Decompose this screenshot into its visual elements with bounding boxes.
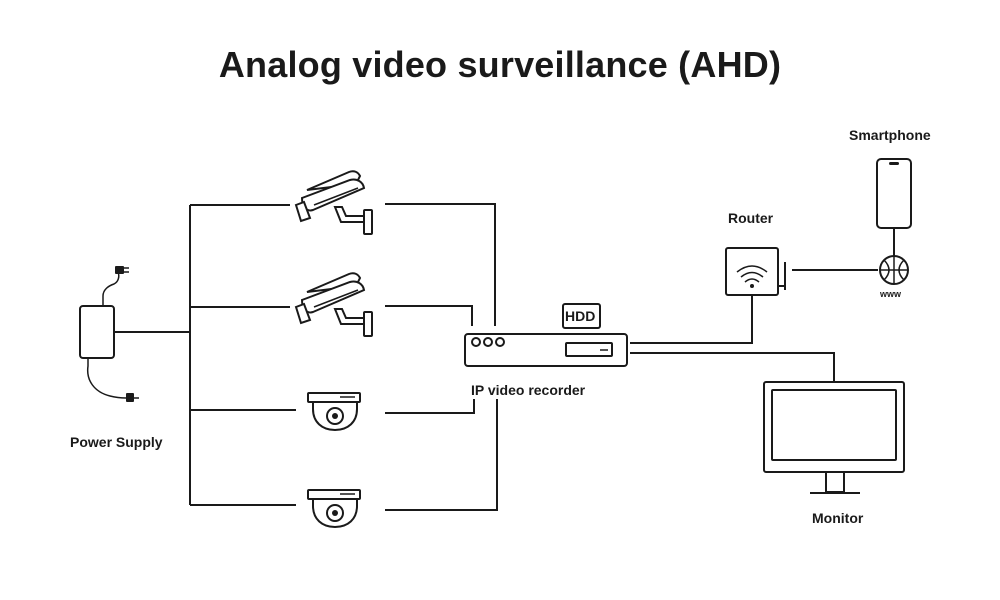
hdd-box (562, 303, 601, 329)
network-line-router (630, 296, 753, 344)
monitor-icon (763, 381, 905, 494)
diagram-title: Analog video surveillance (AHD) (218, 44, 782, 85)
recorder-label: IP video recorder (471, 382, 586, 398)
dome-camera-icon (307, 489, 361, 529)
video-line-camera-1 (385, 203, 496, 326)
power-adapter-icon (79, 266, 139, 402)
monitor-label: Monitor (812, 510, 864, 526)
video-recorder-icon (464, 333, 628, 367)
video-line-camera-2 (385, 305, 473, 326)
power-supply-label: Power Supply (70, 434, 163, 450)
internet-label: www (880, 289, 902, 299)
wifi-router-icon (725, 247, 786, 296)
router-label: Router (728, 210, 774, 226)
video-line-camera-4 (385, 399, 498, 511)
hdd-label: HDD (565, 308, 596, 324)
bullet-camera-icon (294, 272, 373, 337)
video-line-monitor (630, 352, 835, 381)
video-line-camera-3 (385, 399, 475, 414)
smartphone-label: Smartphone (849, 127, 931, 143)
connections (114, 203, 895, 511)
dome-camera-icon (307, 392, 361, 432)
globe-icon (879, 255, 909, 285)
smartphone-icon (876, 158, 912, 229)
bullet-camera-icon (294, 170, 373, 235)
